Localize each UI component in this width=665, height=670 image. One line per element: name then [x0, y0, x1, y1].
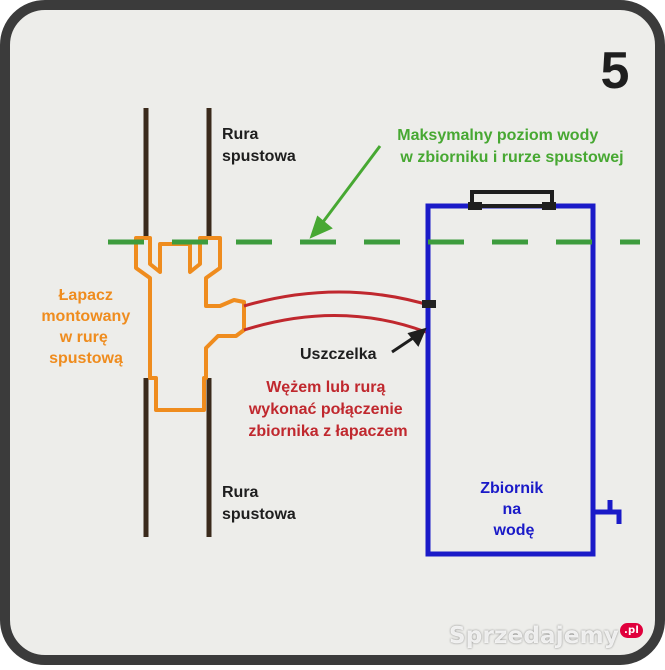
step-number: 5 [601, 42, 630, 100]
gasket [422, 300, 436, 308]
label-collector: Łapacz montowany w rurę spustową [41, 287, 134, 367]
label-gasket: Uszczelka [300, 346, 377, 363]
label-max-water-level: Maksymalny poziom wody w zbiorniku i rur… [397, 127, 623, 166]
gasket-arrow [391, 327, 427, 354]
watermark: Sprzedajemy.pl [449, 623, 643, 649]
water-tank [425, 190, 596, 557]
max-level-arrow [309, 145, 382, 239]
label-downpipe-top: Rura spustowa [222, 126, 296, 165]
label-hose: Wężem lub rurą wykonać połączenie zbiorn… [248, 379, 408, 440]
downpipe-upper [143, 108, 212, 250]
watermark-suffix: .pl [620, 623, 643, 638]
watermark-text: Sprzedajemy [449, 623, 619, 649]
tank-tap [593, 500, 622, 524]
downpipe-lower [143, 378, 212, 537]
label-downpipe-bottom: Rura spustowa [222, 484, 296, 523]
label-tank: Zbiornik na wodę [480, 480, 548, 539]
